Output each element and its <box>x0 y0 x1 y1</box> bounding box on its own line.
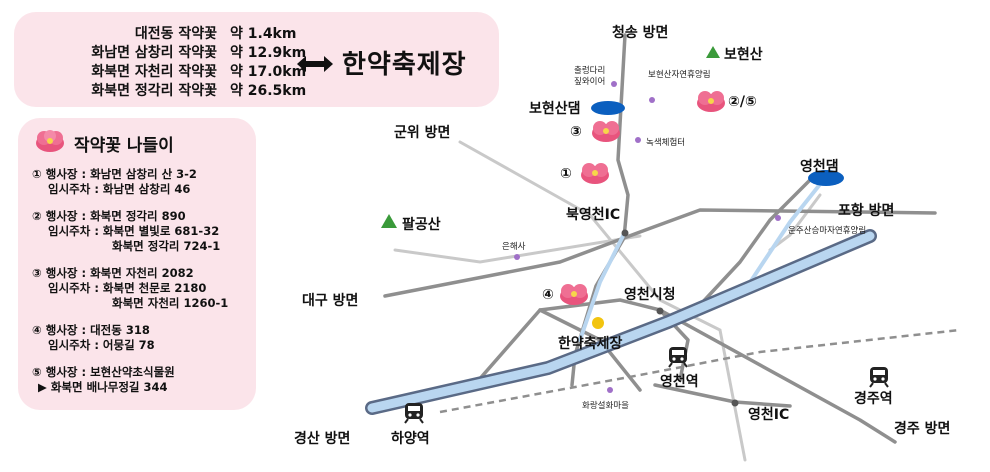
road <box>393 234 642 264</box>
direction-label-gunwi: 군위 방면 <box>394 125 451 141</box>
poi-dot <box>775 215 781 221</box>
poi-label: 출렁다리 <box>574 66 606 76</box>
station-label: 영천역 <box>660 374 699 390</box>
flower-marker-label: ① <box>560 166 572 182</box>
distance-value: 약 12.9km <box>230 45 307 61</box>
poi-label: 화랑설화마을 <box>582 401 629 411</box>
distance-place: 화북면 자천리 작약꽃 <box>91 64 217 80</box>
poi-dot <box>607 387 613 393</box>
railway <box>578 230 627 342</box>
festival-title: 한약축제장 <box>342 50 467 80</box>
train-icon <box>404 403 424 424</box>
poi-dot <box>649 97 655 103</box>
mountain-icon <box>706 46 720 58</box>
direction-label-gyeongju: 경주 방면 <box>894 421 951 437</box>
direction-label-daegu: 대구 방면 <box>302 293 359 309</box>
peony-icon <box>592 121 620 142</box>
road <box>468 298 690 392</box>
mountain-label: 팔공산 <box>402 217 441 233</box>
station-label: 하양역 <box>391 431 430 447</box>
poi-label: 보현산자연휴양림 <box>648 70 711 80</box>
peony-icon <box>36 130 64 152</box>
spot-line: 임시주차 : 어뭉길 78 <box>48 338 155 352</box>
spot-line: ③ 행사장 : 화북면 자천리 2082 <box>32 266 194 280</box>
spot-line: ⑤ 행사장 : 보현산약초식물원 <box>32 365 175 379</box>
flower-marker-label: ④ <box>542 287 554 303</box>
dashed-railway <box>439 328 961 414</box>
poi-label: 은해사 <box>502 242 526 252</box>
spot-line: 임시주차 : 화북면 별빛로 681-32 <box>48 224 220 238</box>
dam-label: 보현산댐 <box>529 101 581 117</box>
interchange-label: 영천IC <box>748 407 790 423</box>
dam-icon <box>808 170 844 186</box>
distance-value: 약 17.0km <box>230 64 307 80</box>
junction-dot <box>656 307 664 315</box>
city-hall-label: 영천시청 <box>624 287 676 303</box>
spot-line: ② 행사장 : 화북면 정각리 890 <box>32 209 186 223</box>
flower-marker-label: ③ <box>570 124 582 140</box>
spot-line: 임시주차 : 화남면 삼창리 46 <box>48 182 191 196</box>
poi-dot <box>635 137 641 143</box>
expressway-inner <box>367 231 875 413</box>
distance-place: 화북면 정각리 작약꽃 <box>91 83 217 99</box>
peony-icon <box>581 163 609 184</box>
spot-line: 화북면 정각리 724-1 <box>112 239 221 253</box>
spots-heading: 작약꽃 나들이 <box>34 128 174 156</box>
dam-icon <box>591 101 625 115</box>
double-arrow-icon <box>297 56 333 72</box>
junction-dot <box>621 229 629 237</box>
spot-line: 화북면 자천리 1260-1 <box>112 296 229 310</box>
peony-icon <box>560 284 588 305</box>
mountain-icon <box>381 214 397 228</box>
station-label: 경주역 <box>854 391 893 407</box>
spot-line: ④ 행사장 : 대전동 318 <box>32 323 150 337</box>
flower-marker-label: ②/⑤ <box>728 94 757 110</box>
spots-panel: 작약꽃 나들이 ① 행사장 : 화남면 삼창리 산 3-2 임시주차 : 화남면… <box>18 118 256 410</box>
poi-dot <box>611 81 617 87</box>
train-icon <box>668 347 688 368</box>
junction-dot <box>731 399 739 407</box>
poi-label: 녹색체험터 <box>646 138 686 148</box>
spot-line: ① 행사장 : 화남면 삼창리 산 3-2 <box>32 167 197 181</box>
road <box>458 140 747 462</box>
poi-label: 짚와이어 <box>574 77 606 87</box>
distance-panel: 대전동 작약꽃 약 1.4km 화남면 삼창리 작약꽃 약 12.9km 화북면… <box>14 12 499 107</box>
spots-heading-label: 작약꽃 나들이 <box>74 136 174 156</box>
road <box>658 308 897 444</box>
road <box>698 176 814 307</box>
train-icon <box>869 367 889 388</box>
peony-icon <box>697 91 725 112</box>
road <box>538 308 642 392</box>
distance-value: 약 1.4km <box>230 26 297 42</box>
mountain-label: 보현산 <box>724 47 763 63</box>
expressway <box>365 229 877 415</box>
interchange-label: 북영천IC <box>566 207 621 223</box>
poi-dot <box>514 254 520 260</box>
festival-site-label: 한약축제장 <box>558 336 623 352</box>
direction-label-pohang: 포항 방면 <box>838 203 895 219</box>
direction-label-north: 청송 방면 <box>612 25 669 41</box>
spot-line: ▶ 화북면 배나무정길 344 <box>38 380 168 394</box>
railway <box>743 176 827 292</box>
dam-label: 영천댐 <box>800 159 839 175</box>
distance-place: 화남면 삼창리 작약꽃 <box>91 45 217 61</box>
spot-line: 임시주차 : 화북면 천문로 2180 <box>48 281 207 295</box>
poi-label: 운주산승마자연휴양림 <box>788 226 867 236</box>
distance-value: 약 26.5km <box>230 83 307 99</box>
distance-place: 대전동 작약꽃 <box>134 26 217 42</box>
direction-label-gyeongsan: 경산 방면 <box>294 431 351 447</box>
festival-site-dot <box>592 317 604 329</box>
